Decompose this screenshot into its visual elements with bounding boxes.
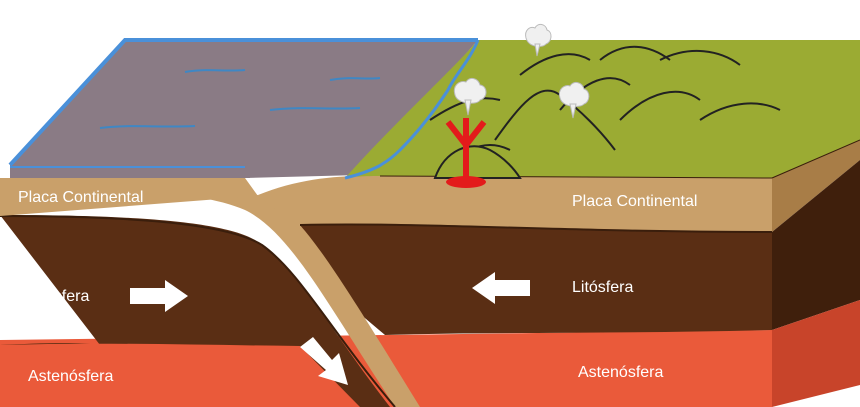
label-lito-right: Litósfera <box>572 279 633 296</box>
label-asteno-right: Astenósfera <box>578 364 663 381</box>
label-placa-right: Placa Continental <box>572 193 697 210</box>
label-lito-left: Litósfera <box>28 288 89 305</box>
right-lithosphere <box>300 224 772 335</box>
label-asteno-left: Astenósfera <box>28 368 113 385</box>
label-placa-left: Placa Continental <box>18 189 143 206</box>
